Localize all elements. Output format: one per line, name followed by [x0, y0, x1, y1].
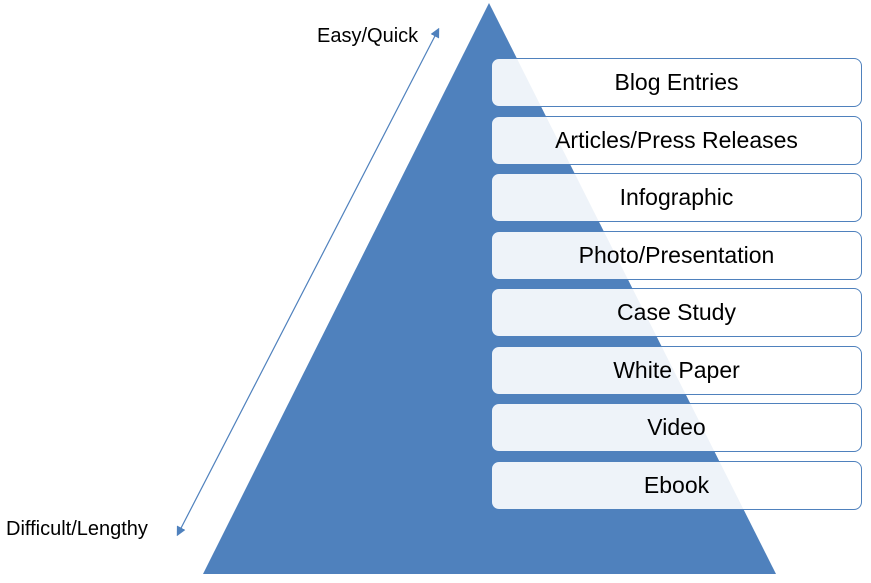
difficulty-arrow	[176, 27, 440, 537]
difficult-lengthy-label: Difficult/Lengthy	[6, 518, 148, 540]
level-box-case-study: Case Study	[491, 288, 862, 337]
level-box-ebook: Ebook	[491, 461, 862, 510]
level-box-articles-press-releases: Articles/Press Releases	[491, 116, 862, 165]
level-box-blog-entries: Blog Entries	[491, 58, 862, 107]
level-box-photo-presentation: Photo/Presentation	[491, 231, 862, 280]
level-box-infographic: Infographic	[491, 173, 862, 222]
level-box-white-paper: White Paper	[491, 346, 862, 395]
level-box-video: Video	[491, 403, 862, 452]
easy-quick-label: Easy/Quick	[317, 25, 419, 47]
